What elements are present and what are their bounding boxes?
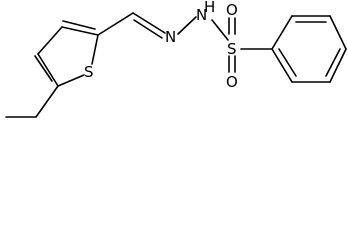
bond-n-nh: [177, 16, 197, 35]
atom-nitrogen-imine: N: [165, 28, 176, 46]
atom-oxygen-upper: O: [226, 1, 238, 19]
bond-phenyl-c6-c1-inner: [278, 48, 297, 77]
atom-sulfur-thiophene: S: [84, 63, 94, 81]
bond-phenyl-c4-c5-inner: [325, 48, 341, 77]
atom-hydrogen-amine: H: [204, 0, 215, 16]
bond-thiophene-s-c5: [57, 74, 85, 87]
structure-diagram: S N N H S O O: [5, 0, 347, 118]
bond-thiophene-c5-c4: [37, 53, 59, 87]
bond-thiophene-c3-c2-double: [62, 20, 96, 30]
bond-nh-s: [211, 19, 229, 41]
bond-ch-n-double: [133, 19, 163, 39]
bond-thiophene-c2-s: [91, 34, 99, 65]
atom-oxygen-lower: O: [226, 73, 238, 91]
bond-phenyl-c4-c5: [329, 48, 347, 83]
bond-ch-n: [132, 12, 166, 34]
bond-phenyl-c3-c4: [329, 15, 347, 50]
bond-ring-to-ch: [97, 12, 134, 36]
bond-thiophene-c5-c4-double: [34, 55, 53, 82]
bond-thiophene-c3-c2: [61, 26, 99, 36]
bond-phenyl-c6-c1: [271, 48, 293, 83]
atom-sulfur-sulfonyl: S: [227, 40, 237, 58]
bond-ethyl-ch2-ring: [35, 85, 59, 118]
bond-thiophene-c4-c3: [37, 26, 63, 55]
bond-phenyl-c1-c2: [271, 15, 293, 50]
atom-nitrogen-amine: N: [196, 6, 207, 24]
